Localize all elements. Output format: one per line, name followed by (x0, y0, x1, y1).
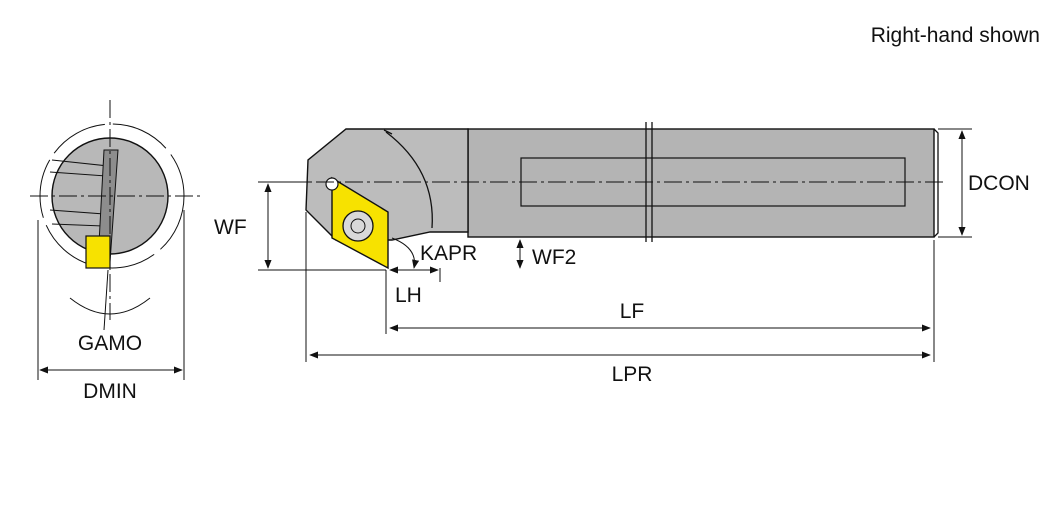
shank (467, 128, 935, 238)
head-seat-line (383, 129, 393, 135)
lf-label: LF (620, 300, 645, 323)
gamo-line (103, 269, 109, 331)
shank-end (933, 128, 939, 238)
lh-label: LH (395, 284, 422, 307)
gamo-arc (69, 297, 151, 315)
right-hand-note: Right-hand shown (871, 24, 1040, 47)
insert-screw (342, 210, 374, 242)
side-view (258, 122, 972, 362)
lpr-label: LPR (612, 363, 653, 386)
coolant-hole (325, 177, 339, 191)
dcon-label: DCON (968, 172, 1030, 195)
end-view-insert (85, 235, 111, 269)
wf-label: WF (214, 216, 247, 239)
dmin-label: DMIN (83, 380, 137, 403)
kapr-arc (391, 237, 420, 269)
kapr-label: KAPR (420, 242, 477, 265)
head-clamp-curve (385, 131, 433, 229)
wf2-label: WF2 (532, 246, 576, 269)
insert-screw-torx (350, 218, 366, 234)
gamo-label: GAMO (78, 332, 142, 355)
end-view (30, 100, 200, 380)
